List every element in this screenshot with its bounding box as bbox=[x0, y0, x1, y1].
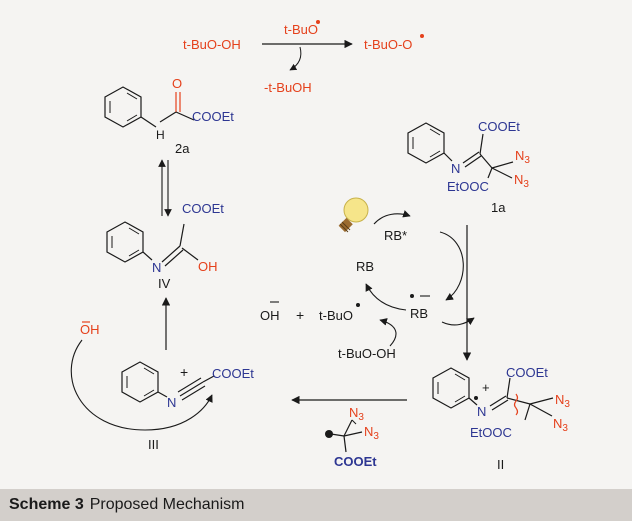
hydroxide-anion-label: OH bbox=[260, 308, 280, 323]
radical-dot bbox=[356, 303, 360, 307]
initiation-step: t-BuO-OH t-BuO t-BuO-O -t-BuOH bbox=[183, 20, 424, 95]
nitrilium-n-label: N bbox=[167, 395, 176, 410]
compound-IV-label: IV bbox=[158, 276, 171, 291]
mechanism-diagram: t-BuO-OH t-BuO t-BuO-O -t-BuOH H bbox=[70, 20, 570, 472]
rb-radical-anion-label: RB bbox=[410, 306, 428, 321]
plus-sign: + bbox=[296, 307, 304, 323]
radical-dot bbox=[325, 430, 333, 438]
ester-bottom-label: EtOOC bbox=[470, 425, 512, 440]
compound-III: N + COOEt III bbox=[121, 361, 254, 452]
rb-ground-label: RB bbox=[356, 259, 374, 274]
attack-arrow bbox=[70, 339, 213, 431]
azide-n-label: N bbox=[514, 172, 523, 187]
svg-text:+: + bbox=[180, 364, 188, 380]
figure-caption: Scheme 3 Proposed Mechanism bbox=[9, 496, 244, 514]
compound-IV: N COOEt OH IV bbox=[106, 201, 224, 291]
imine-n-label: N bbox=[451, 161, 460, 176]
compound-II: + N COOEt EtOOC N3 N3 II bbox=[432, 365, 570, 472]
bond-cleavage-mark bbox=[513, 393, 519, 416]
tbuo-radical-reagent: t-BuO bbox=[284, 22, 318, 37]
set-arrow bbox=[439, 231, 464, 301]
tbuooh-reactant: t-BuO-OH bbox=[183, 37, 241, 52]
nh-h-label: H bbox=[156, 128, 165, 142]
imine-n-label: N bbox=[152, 260, 161, 275]
ester-top-label: COOEt bbox=[506, 365, 548, 380]
azide-n-label: N bbox=[349, 405, 358, 420]
radical-dot bbox=[316, 20, 320, 24]
svg-text:N3: N3 bbox=[515, 148, 530, 166]
azide-n-label: N bbox=[515, 148, 524, 163]
tautomer-equilibrium bbox=[158, 159, 172, 217]
radical-dot bbox=[410, 294, 414, 298]
svg-text:N3: N3 bbox=[553, 416, 568, 434]
compound-1a-label: 1a bbox=[491, 200, 506, 215]
svg-text:N3: N3 bbox=[555, 392, 570, 410]
electron-transfer-arrow bbox=[441, 317, 475, 326]
hydroxide-attack: OH bbox=[70, 321, 213, 431]
carbonyl-o-label: O bbox=[172, 76, 182, 91]
oxidation-arrow bbox=[365, 283, 407, 311]
enol-oh-label: OH bbox=[198, 259, 218, 274]
svg-text:+: + bbox=[482, 380, 490, 395]
ester-label: COOEt bbox=[334, 454, 377, 469]
svg-text:N3: N3 bbox=[364, 424, 379, 442]
azide-n-label: N bbox=[364, 424, 373, 439]
peroxide-cleavage-arrow bbox=[379, 318, 397, 347]
compound-2a: H O COOEt 2a bbox=[104, 76, 234, 156]
ester-label: COOEt bbox=[182, 201, 224, 216]
tbuo-radical-label: t-BuO bbox=[319, 308, 353, 323]
scheme-panel: t-BuO-OH t-BuO t-BuO-O -t-BuOH H bbox=[0, 0, 632, 489]
light-bulb-icon bbox=[338, 197, 369, 233]
compound-2a-label: 2a bbox=[175, 141, 190, 156]
compound-II-label: II bbox=[497, 457, 504, 472]
byproduct-arrow bbox=[289, 46, 302, 71]
ester-label: COOEt bbox=[192, 109, 234, 124]
svg-text:N3: N3 bbox=[514, 172, 529, 190]
tbuooh-label: t-BuO-OH bbox=[338, 346, 396, 361]
tbuoo-product: t-BuO-O bbox=[364, 37, 412, 52]
ester-label: COOEt bbox=[212, 366, 254, 381]
ester-bottom-label: EtOOC bbox=[447, 179, 489, 194]
radical-dot bbox=[420, 34, 424, 38]
azide-n-label: N bbox=[555, 392, 564, 407]
excitation-arrow bbox=[373, 210, 411, 225]
caption-text: Proposed Mechanism bbox=[89, 496, 245, 513]
compound-III-label: III bbox=[148, 437, 159, 452]
photoredox-cycle: RB* RB RB OH + t-BuO t-BuO-OH bbox=[260, 197, 475, 361]
radical-dot bbox=[474, 396, 478, 400]
tbuoh-byproduct: -t-BuOH bbox=[264, 80, 312, 95]
azide-n-label: N bbox=[553, 416, 562, 431]
hydroxide-label: OH bbox=[80, 322, 100, 337]
caption-label: Scheme 3 bbox=[9, 496, 84, 513]
radical-fragment: N3 N3 COOEt bbox=[325, 405, 379, 469]
svg-text:N3: N3 bbox=[349, 405, 364, 423]
ester-top-label: COOEt bbox=[478, 119, 520, 134]
rb-excited-label: RB* bbox=[384, 228, 407, 243]
caption-bar bbox=[0, 489, 632, 521]
iminium-n-label: N bbox=[477, 404, 486, 419]
compound-1a: N COOEt EtOOC N3 N3 1a bbox=[407, 119, 530, 215]
